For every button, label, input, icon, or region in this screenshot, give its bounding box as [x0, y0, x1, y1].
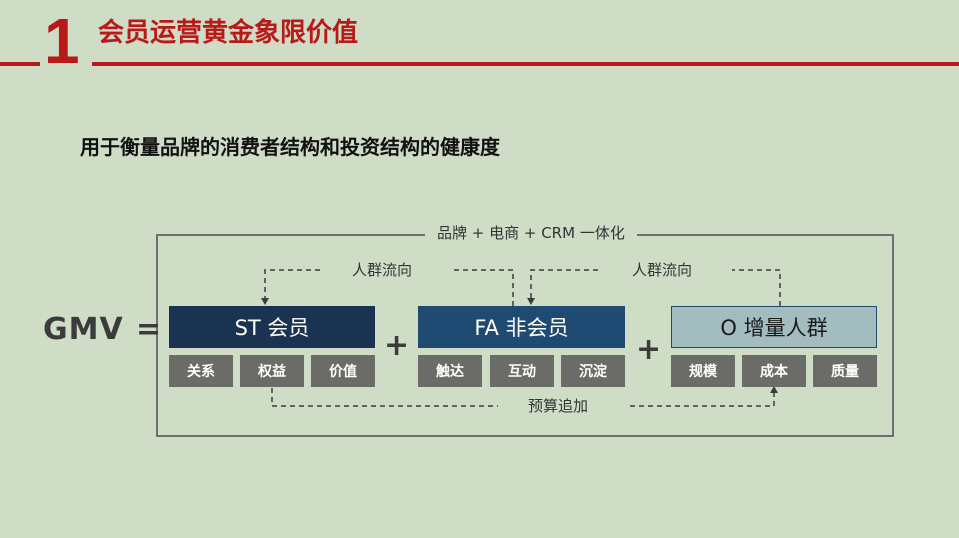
plus-sign-1: + — [384, 328, 410, 363]
st-tag-relation: 关系 — [169, 355, 233, 387]
connector-budget-right — [630, 392, 775, 407]
gmv-label: GMV — [43, 312, 124, 347]
connector-fa-to-st — [451, 269, 514, 306]
st-tag-value: 价值 — [311, 355, 375, 387]
plus-sign-2: + — [636, 332, 662, 367]
st-tag-benefits: 权益 — [240, 355, 304, 387]
title-rule-left — [0, 62, 40, 66]
budget-label: 预算追加 — [522, 396, 595, 416]
equals-sign: = — [136, 312, 162, 347]
connector-arrow-fa — [530, 269, 598, 299]
connector-o-to-fa — [732, 269, 781, 306]
flow-label-st: 人群流向 — [346, 260, 419, 280]
fa-nonmember-box: FA 非会员 — [418, 306, 625, 348]
connector-arrow-st — [264, 269, 320, 299]
o-tag-quality: 质量 — [813, 355, 877, 387]
frame-label: 品牌 + 电商 + CRM 一体化 — [425, 221, 637, 245]
section-number: 1 — [44, 5, 80, 77]
page-title: 会员运营黄金象限价值 — [98, 18, 359, 48]
fa-tag-interaction: 互动 — [490, 355, 554, 387]
title-rule-right — [92, 62, 959, 66]
o-incremental-box: O 增量人群 — [671, 306, 877, 348]
fa-tag-reach: 触达 — [418, 355, 482, 387]
st-member-box: ST 会员 — [169, 306, 375, 348]
fa-tag-retention: 沉淀 — [561, 355, 625, 387]
arrowhead-st — [261, 298, 269, 305]
connector-budget-left — [271, 388, 498, 407]
arrowhead-fa — [527, 298, 535, 305]
o-tag-cost: 成本 — [742, 355, 806, 387]
subtitle: 用于衡量品牌的消费者结构和投资结构的健康度 — [80, 135, 500, 159]
flow-label-fa: 人群流向 — [626, 260, 699, 280]
o-tag-scale: 规模 — [671, 355, 735, 387]
arrowhead-o — [770, 386, 778, 393]
